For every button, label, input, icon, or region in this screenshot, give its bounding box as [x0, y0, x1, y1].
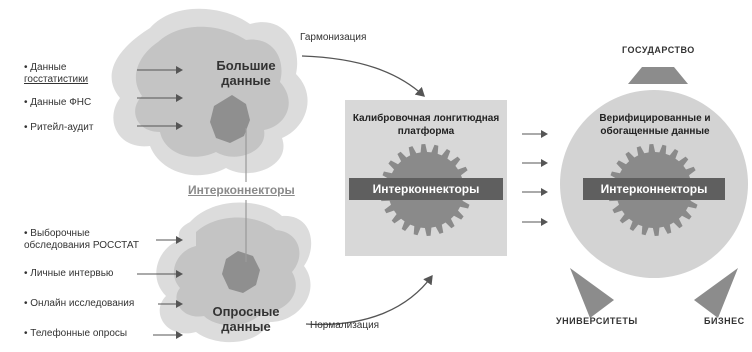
output-arrows [522, 130, 548, 226]
normalization-arrow [305, 274, 433, 326]
consumer-business: БИЗНЕС [704, 316, 745, 326]
interconnectors-link: Интерконнекторы [188, 183, 295, 197]
input-online-research: Онлайн исследования [24, 298, 134, 310]
platform-title: Калибровочная лонгитюдная платформа [352, 113, 500, 137]
harmonization-label: Гармонизация [300, 32, 367, 43]
input-retail-audit: Ритейл-аудит [24, 122, 93, 134]
input-arrows-top [137, 66, 183, 130]
harmonization-arrow [301, 55, 425, 97]
consumer-universities: УНИВЕРСИТЕТЫ [556, 316, 638, 326]
input-fns: Данные ФНС [24, 97, 91, 109]
government-triangle [628, 67, 688, 84]
big-data-cloud [111, 8, 308, 176]
survey-data-cloud [156, 202, 312, 343]
platform-label-bar [349, 178, 503, 200]
consumer-government: ГОСУДАРСТВО [622, 45, 695, 55]
survey-data-label: Опросные данные [212, 304, 280, 334]
input-gosstat-word: госстатистики [24, 74, 89, 85]
platform-interconnectors-label: Интерконнекторы [372, 182, 480, 196]
input-phone-surveys: Телефонные опросы [24, 328, 127, 340]
input-arrows-bottom [137, 236, 183, 339]
business-triangle [694, 268, 738, 318]
circle-label-bar [583, 178, 725, 200]
circle-interconnectors-label: Интерконнекторы [600, 182, 708, 196]
normalization-label: Нормализация [310, 320, 380, 331]
big-data-label: Большие данные [216, 58, 276, 88]
verified-data-title: Верифицированные и обогащенные данные [599, 113, 711, 137]
input-personal-interviews: Личные интервью [24, 268, 113, 280]
universities-triangle [570, 268, 614, 318]
